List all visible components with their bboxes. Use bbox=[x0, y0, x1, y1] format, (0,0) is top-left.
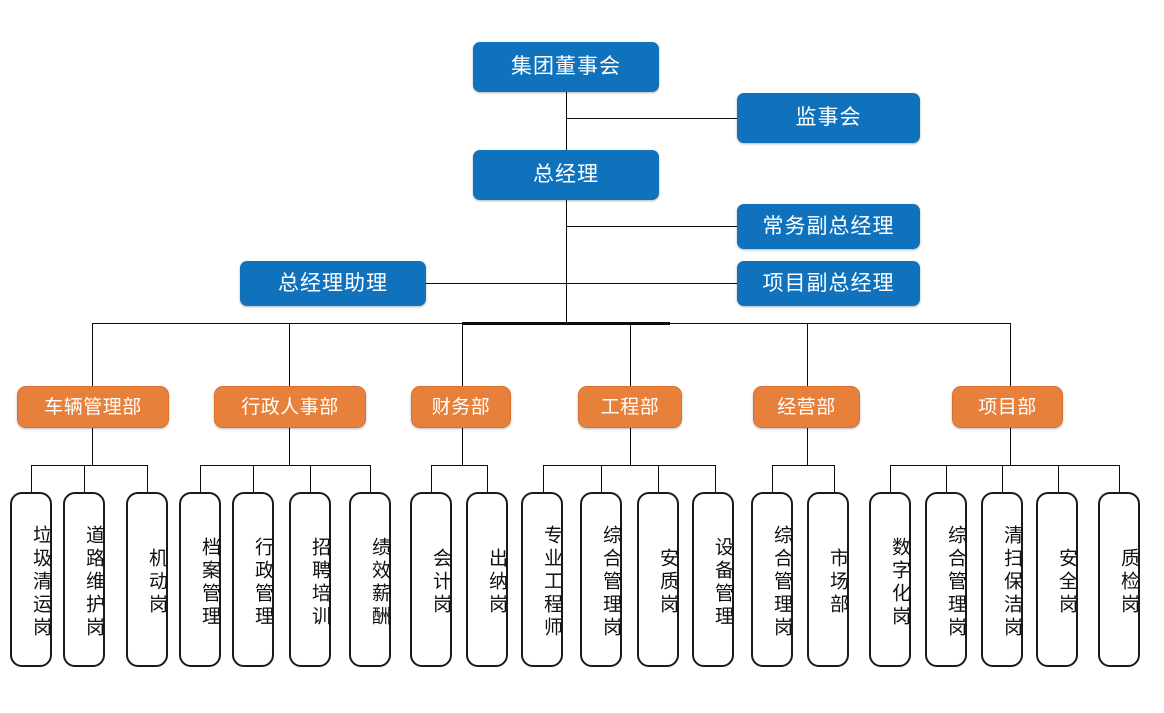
position-project-5[interactable]: 质检岗 bbox=[1098, 492, 1140, 667]
connector-finance-stem bbox=[462, 428, 463, 465]
node-board[interactable]: 集团董事会 bbox=[473, 42, 659, 92]
connector-drop-operations bbox=[807, 323, 808, 386]
position-engineering-1[interactable]: 专业工程师 bbox=[521, 492, 563, 667]
dept-finance[interactable]: 财务部 bbox=[411, 386, 511, 428]
connector-admin-hr-leaf-2 bbox=[253, 465, 254, 492]
connector-project-bus bbox=[890, 465, 1119, 466]
connector-engineering-leaf-2 bbox=[601, 465, 602, 492]
connector-engineering-stem bbox=[630, 428, 631, 465]
connector-gm-down bbox=[566, 200, 567, 324]
connector-vehicle-leaf-1 bbox=[31, 465, 32, 492]
connector-vehicle-bus bbox=[31, 465, 148, 466]
dept-admin-hr[interactable]: 行政人事部 bbox=[214, 386, 366, 428]
connector-gm-project-deputy bbox=[566, 283, 737, 284]
connector-vehicle-stem bbox=[92, 428, 93, 465]
connector-project-leaf-1 bbox=[890, 465, 891, 492]
dept-vehicle[interactable]: 车辆管理部 bbox=[17, 386, 169, 428]
position-engineering-3[interactable]: 安质岗 bbox=[637, 492, 679, 667]
connector-drop-vehicle bbox=[92, 323, 93, 386]
connector-project-leaf-2 bbox=[946, 465, 947, 492]
position-vehicle-3[interactable]: 机动岗 bbox=[126, 492, 168, 667]
connector-admin-hr-bus bbox=[200, 465, 370, 466]
node-gm-assistant[interactable]: 总经理助理 bbox=[240, 261, 426, 306]
connector-project-leaf-5 bbox=[1119, 465, 1120, 492]
connector-operations-leaf-1 bbox=[772, 465, 773, 492]
connector-finance-leaf-1 bbox=[431, 465, 432, 492]
node-executive-deputy[interactable]: 常务副总经理 bbox=[737, 204, 920, 249]
node-project-deputy[interactable]: 项目副总经理 bbox=[737, 261, 920, 306]
connector-operations-leaf-2 bbox=[834, 465, 835, 492]
connector-admin-hr-leaf-1 bbox=[200, 465, 201, 492]
connector-engineering-leaf-1 bbox=[543, 465, 544, 492]
position-admin-hr-1[interactable]: 档案管理 bbox=[179, 492, 221, 667]
position-project-2[interactable]: 综合管理岗 bbox=[925, 492, 967, 667]
connector-operations-bus bbox=[772, 465, 834, 466]
position-engineering-4[interactable]: 设备管理 bbox=[692, 492, 734, 667]
connector-drop-admin-hr bbox=[289, 323, 290, 386]
connector-board-down bbox=[566, 92, 567, 150]
dept-engineering[interactable]: 工程部 bbox=[578, 386, 682, 428]
connector-operations-stem bbox=[807, 428, 808, 465]
connector-engineering-leaf-4 bbox=[715, 465, 716, 492]
connector-gm-assistant bbox=[426, 283, 566, 284]
connector-project-leaf-4 bbox=[1058, 465, 1059, 492]
connector-engineering-leaf-3 bbox=[658, 465, 659, 492]
position-engineering-2[interactable]: 综合管理岗 bbox=[580, 492, 622, 667]
connector-gm-executive-deputy bbox=[566, 226, 737, 227]
position-project-3[interactable]: 清扫保洁岗 bbox=[981, 492, 1023, 667]
node-supervisory[interactable]: 监事会 bbox=[737, 93, 920, 143]
connector-admin-hr-leaf-3 bbox=[310, 465, 311, 492]
connector-project-stem bbox=[1010, 428, 1011, 465]
connector-finance-leaf-2 bbox=[487, 465, 488, 492]
position-operations-1[interactable]: 综合管理岗 bbox=[751, 492, 793, 667]
connector-board-supervisory bbox=[566, 118, 737, 119]
dept-operations[interactable]: 经营部 bbox=[753, 386, 860, 428]
connector-drop-project bbox=[1010, 323, 1011, 386]
connector-admin-hr-leaf-4 bbox=[370, 465, 371, 492]
position-admin-hr-4[interactable]: 绩效薪酬 bbox=[349, 492, 391, 667]
dept-project[interactable]: 项目部 bbox=[952, 386, 1063, 428]
position-admin-hr-3[interactable]: 招聘培训 bbox=[289, 492, 331, 667]
connector-finance-bus bbox=[431, 465, 487, 466]
node-general-manager[interactable]: 总经理 bbox=[473, 150, 659, 200]
position-finance-2[interactable]: 出纳岗 bbox=[466, 492, 508, 667]
connector-admin-hr-stem bbox=[289, 428, 290, 465]
connector-drop-engineering bbox=[630, 323, 631, 386]
position-operations-2[interactable]: 市场部 bbox=[807, 492, 849, 667]
position-project-1[interactable]: 数字化岗 bbox=[869, 492, 911, 667]
position-project-4[interactable]: 安全岗 bbox=[1036, 492, 1078, 667]
position-finance-1[interactable]: 会计岗 bbox=[410, 492, 452, 667]
position-admin-hr-2[interactable]: 行政管理 bbox=[232, 492, 274, 667]
connector-department-bus-center bbox=[462, 322, 670, 325]
connector-vehicle-leaf-2 bbox=[84, 465, 85, 492]
connector-engineering-bus bbox=[543, 465, 715, 466]
connector-project-leaf-3 bbox=[1002, 465, 1003, 492]
position-vehicle-2[interactable]: 道路维护岗 bbox=[63, 492, 105, 667]
connector-vehicle-leaf-3 bbox=[147, 465, 148, 492]
connector-drop-finance bbox=[462, 323, 463, 386]
position-vehicle-1[interactable]: 垃圾清运岗 bbox=[10, 492, 52, 667]
